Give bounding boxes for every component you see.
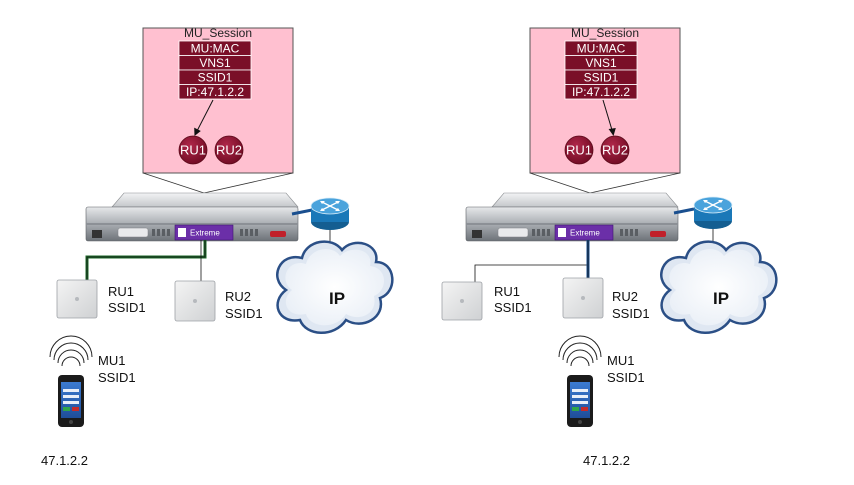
- brand-label: Extreme: [570, 229, 600, 238]
- smartphone-icon: [58, 375, 84, 427]
- session-row-ssid: SSID1: [198, 71, 233, 85]
- ru1-name: RU1: [494, 284, 520, 299]
- mu-ssid: SSID1: [98, 370, 136, 385]
- cable-router: [291, 208, 313, 216]
- ru2-name: RU2: [612, 289, 638, 304]
- ru1-circle: [564, 135, 594, 165]
- session-row-ip: IP:47.1.2.2: [186, 85, 244, 99]
- access-point-ru1: [441, 281, 483, 321]
- ru2-circle-label: RU2: [216, 143, 242, 158]
- session-row-ssid: SSID1: [584, 71, 619, 85]
- ru1-circle-label: RU1: [180, 143, 206, 158]
- ru2-circle-label: RU2: [602, 143, 628, 158]
- mu-name: MU1: [98, 353, 125, 368]
- scenario-right: MU_Session MU:MAC VNS1 SSID1 IP:47.1.2.2…: [441, 26, 778, 468]
- ru1-circle-label: RU1: [566, 143, 592, 158]
- mu-ssid: SSID1: [607, 370, 645, 385]
- ru1-circle: [178, 135, 208, 165]
- ru2-circle: [600, 135, 630, 165]
- brand-label: Extreme: [190, 229, 220, 238]
- session-row-mac: MU:MAC: [191, 42, 240, 56]
- session-rows: MU:MAC VNS1 SSID1 IP:47.1.2.2: [564, 40, 638, 100]
- callout-line-left: [529, 172, 591, 194]
- mu-ip: 47.1.2.2: [41, 453, 88, 468]
- session-row-mac: MU:MAC: [577, 42, 626, 56]
- ru1-ssid: SSID1: [108, 300, 146, 315]
- ru2-circle: [214, 135, 244, 165]
- mu-ip: 47.1.2.2: [583, 453, 630, 468]
- session-arrow: [602, 99, 613, 131]
- scenario-left: MU_Session MU:MAC VNS1 SSID1 IP:47.1.2.2…: [41, 26, 394, 468]
- session-title: MU_Session: [571, 26, 639, 40]
- ru2-ssid: SSID1: [612, 306, 650, 321]
- mu-name: MU1: [607, 353, 634, 368]
- session-row-vns: VNS1: [585, 56, 617, 70]
- cable-ru1: [474, 240, 589, 282]
- cloud-label: IP: [713, 289, 729, 308]
- brand-badge: [554, 224, 614, 241]
- ip-cloud: IP: [276, 240, 394, 334]
- cable-router: [673, 207, 695, 215]
- callout-line-right: [203, 172, 294, 194]
- session-arrowhead: [608, 128, 616, 136]
- router-icon: [693, 196, 733, 229]
- controller-appliance: Extreme: [465, 192, 679, 242]
- controller-appliance: Extreme: [85, 192, 299, 242]
- ru1-ssid: SSID1: [494, 300, 532, 315]
- access-point-ru1: [56, 279, 98, 319]
- router-icon: [310, 197, 350, 230]
- session-row-vns: VNS1: [199, 56, 231, 70]
- ru2-name: RU2: [225, 289, 251, 304]
- ru1-name: RU1: [108, 284, 134, 299]
- cable-ru1: [85, 240, 207, 280]
- smartphone-icon: [567, 375, 593, 427]
- session-arrow: [196, 99, 214, 132]
- session-row-ip: IP:47.1.2.2: [572, 85, 630, 99]
- callout-line-right: [589, 172, 681, 194]
- callout-line-left: [142, 172, 205, 194]
- session-arrowhead: [194, 127, 201, 136]
- session-rows: MU:MAC VNS1 SSID1 IP:47.1.2.2: [178, 40, 252, 100]
- cloud-label: IP: [329, 289, 345, 308]
- access-point-ru2: [562, 277, 604, 319]
- wifi-waves-icon: [558, 335, 602, 367]
- session-title: MU_Session: [184, 26, 252, 40]
- ru2-ssid: SSID1: [225, 306, 263, 321]
- wifi-waves-icon: [49, 335, 93, 367]
- ip-cloud: IP: [660, 240, 778, 334]
- access-point-ru2: [174, 280, 216, 322]
- cable-ru1-inner: [86, 240, 206, 280]
